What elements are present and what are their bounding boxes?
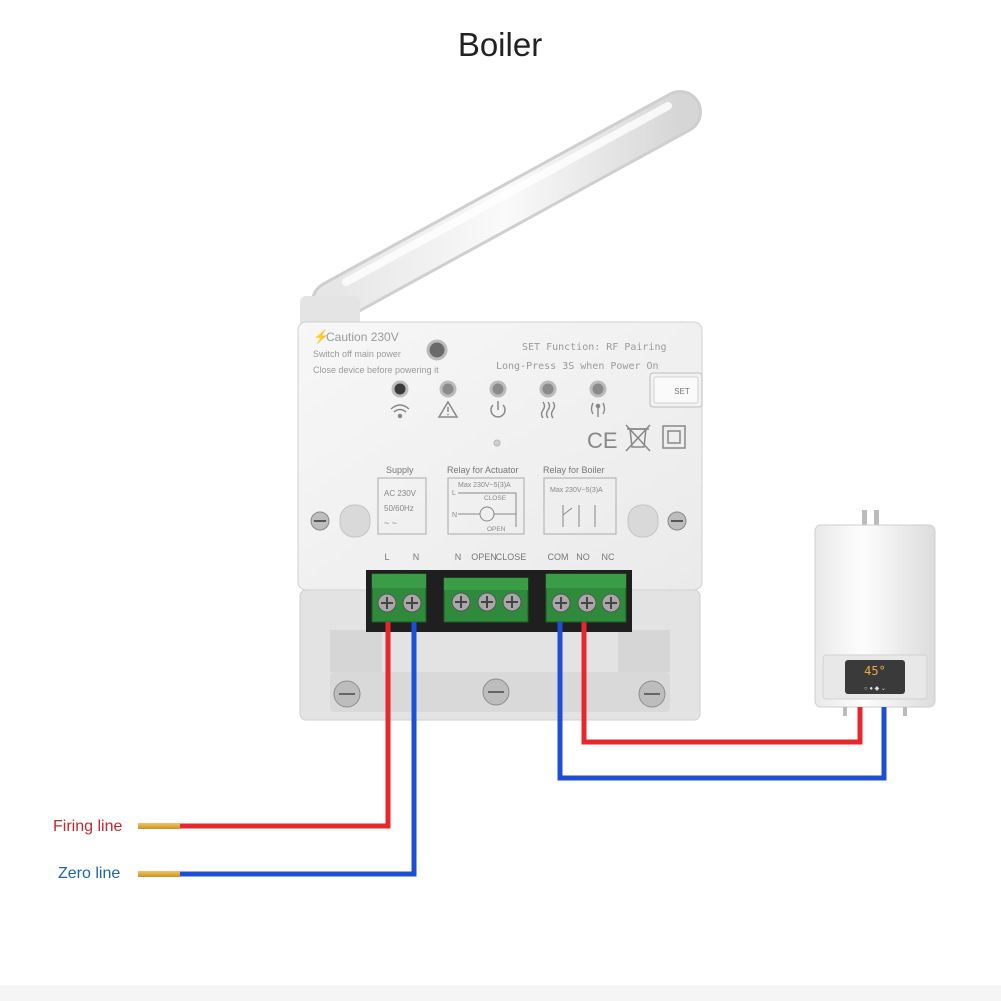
terminal-screw-supply-n[interactable] [402,593,422,613]
actuator-open-label: OPEN [487,526,506,533]
terminal-screw-nc[interactable] [601,593,621,613]
actuator-n-mark: N [452,512,457,519]
firing-line-wire-to-l [180,622,391,829]
set-button-label: SET [674,387,690,396]
side-screw-left [310,511,330,531]
terminal-screw-com[interactable] [551,593,571,613]
rf-led [589,380,607,398]
terminal-label-open: OPEN [471,552,497,562]
terminal-label-actuator-n: N [455,552,462,562]
frame-screw-right [638,680,666,708]
page-title: Boiler [458,26,542,63]
boiler-temperature-readout: 45° [864,664,886,678]
supply-frequency: 50/60Hz [384,504,414,513]
supply-box [377,477,427,535]
frame-screw-center [482,678,510,706]
zero-line-wire-to-n [180,622,417,877]
caution-line-2: Close device before powering it [313,365,439,375]
supply-heading: Supply [386,465,414,475]
terminal-label-com: COM [548,552,569,562]
terminal-label-nc: NC [602,552,615,562]
top-indicator-hole [426,339,448,361]
caution-title: Caution 230V [326,330,399,344]
relay-contact-icon [562,505,596,527]
power-led [489,380,507,398]
actuator-relay-rating: Max 230V~5(3)A [458,482,511,489]
terminal-label-l: L [384,552,389,562]
caution-line-1: Switch off main power [313,349,401,359]
mount-slot-left [339,504,371,538]
warning-icon [437,400,459,418]
weee-bin-icon [625,424,651,452]
supply-voltage: AC 230V [384,489,417,498]
terminal-screw-no[interactable] [577,593,597,613]
ac-wave-icon: ~ ~ [384,518,397,528]
boiler-relay-heading: Relay for Boiler [543,465,605,475]
boiler-display-panel [845,660,905,694]
ce-mark: CE [587,428,618,453]
terminal-label-supply-n: N [413,552,420,562]
heating-led [539,380,557,398]
side-screw-right [667,511,687,531]
frame-screw-left [333,680,361,708]
set-function-line-1: SET Function: RF Pairing [522,342,667,353]
zero-line-label: Zero line [58,865,120,882]
wifi-led [391,380,409,398]
terminal-screw-open[interactable] [477,592,497,612]
motor-symbol-icon [458,492,517,527]
antenna [300,90,702,332]
alarm-led [439,380,457,398]
actuator-l-mark: L [452,490,456,497]
terminal-label-close: CLOSE [496,552,527,562]
actuator-close-label: CLOSE [484,495,507,502]
terminal-screw-close[interactable] [502,592,522,612]
footer-band [0,985,1001,1001]
heating-icon [540,401,556,419]
boiler-neutral-wire [557,622,887,781]
firing-line-copper-end [138,823,180,829]
actuator-relay-heading: Relay for Actuator [447,465,519,475]
set-button[interactable]: SET [649,372,703,408]
boiler-live-wire [581,622,863,745]
boiler-relay-rating: Max 230V~5(3)A [550,487,603,494]
wifi-icon [390,404,410,419]
reset-pinhole [493,439,501,447]
terminal-label-no: NO [576,552,590,562]
boiler-control-icons: ○ ● ◆ ⌄ [864,686,886,692]
terminal-screw-l[interactable] [377,593,397,613]
zero-line-copper-end [138,871,180,877]
boiler-relay-box [543,477,617,535]
set-function-line-2: Long-Press 3S when Power On [496,361,659,372]
power-icon [490,401,506,418]
firing-line-label: Firing line [53,818,122,835]
double-insulation-icon [662,425,686,449]
mount-slot-right [627,504,659,538]
actuator-relay-box [447,477,525,535]
terminal-screw-actuator-n[interactable] [451,592,471,612]
rf-signal-icon [590,402,606,417]
lightning-icon: ⚡ [313,329,329,345]
